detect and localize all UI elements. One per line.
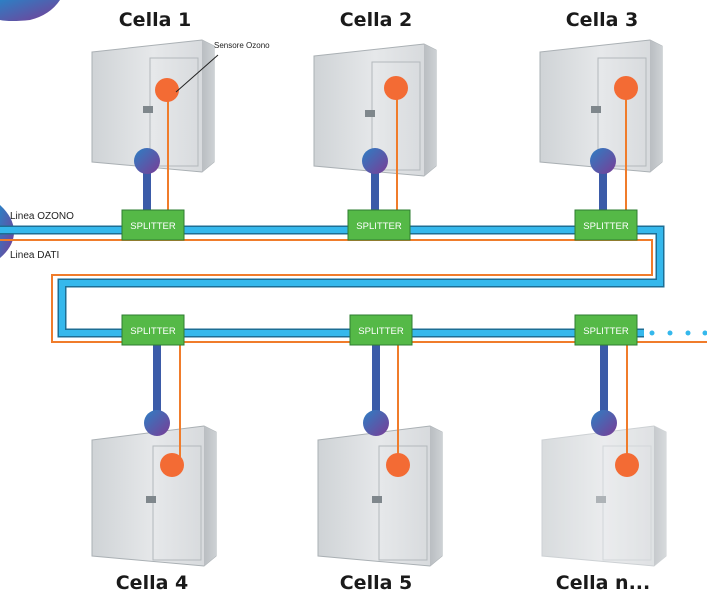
ozone-branch-cell-5 — [372, 340, 380, 420]
ozone-connector-cell-1 — [134, 148, 160, 174]
cabinet-cell-5 — [317, 425, 443, 567]
svg-text:SPLITTER: SPLITTER — [583, 221, 629, 232]
ozone-sensor-cell-2 — [384, 76, 408, 100]
ozone-branch-cell-1 — [143, 160, 151, 220]
ozone-sensor-cell-n — [615, 453, 639, 477]
ozone-sensor-cell-4 — [160, 453, 184, 477]
ozone-branch-cell-3 — [599, 160, 607, 220]
ozone-sensor-cell-5 — [386, 453, 410, 477]
ozone-branch-cell-4 — [153, 340, 161, 420]
splitter-6: SPLITTER — [574, 314, 638, 346]
cabinet-cell-3 — [539, 39, 663, 173]
sensor-callout-line — [175, 54, 219, 93]
ozone-sensor-cell-1 — [155, 78, 179, 102]
cell-label-5: Cella 5 — [340, 572, 413, 594]
cabinet-cell-n — [541, 425, 667, 567]
cell-label-1: Cella 1 — [119, 9, 192, 31]
splitter-4: SPLITTER — [121, 314, 185, 346]
corner-decoration-top — [0, 0, 60, 21]
ozone-connector-cell-5 — [363, 410, 389, 436]
svg-text:SPLITTER: SPLITTER — [358, 326, 404, 337]
splitter-3: SPLITTER — [574, 209, 638, 241]
sensor-ozone-label: Sensore Ozono — [214, 41, 270, 50]
ozone-sensor-cell-3 — [614, 76, 638, 100]
cabinet-cell-2 — [313, 43, 437, 177]
ozone-line-label: Linea OZONO — [10, 211, 74, 222]
svg-text:SPLITTER: SPLITTER — [356, 221, 402, 232]
cabinet-cell-4 — [91, 425, 217, 567]
svg-text:SPLITTER: SPLITTER — [130, 326, 176, 337]
ozone-connector-cell-n — [591, 410, 617, 436]
splitter-5: SPLITTER — [349, 314, 413, 346]
cell-label-n: Cella n... — [556, 572, 650, 594]
cabinet-cell-1 — [91, 39, 215, 173]
ozone-connector-cell-4 — [144, 410, 170, 436]
svg-text:SPLITTER: SPLITTER — [583, 326, 629, 337]
data-line-label: Linea DATI — [10, 250, 59, 261]
cell-label-4: Cella 4 — [116, 572, 189, 594]
ozone-branch-cell-n — [600, 340, 608, 420]
svg-text:SPLITTER: SPLITTER — [130, 221, 176, 232]
splitter-1: SPLITTER — [121, 209, 185, 241]
splitter-2: SPLITTER — [347, 209, 411, 241]
cell-label-2: Cella 2 — [340, 9, 413, 31]
cell-label-3: Cella 3 — [566, 9, 639, 31]
ozone-branch-cell-2 — [371, 160, 379, 220]
ozone-connector-cell-3 — [590, 148, 616, 174]
ozone-connector-cell-2 — [362, 148, 388, 174]
